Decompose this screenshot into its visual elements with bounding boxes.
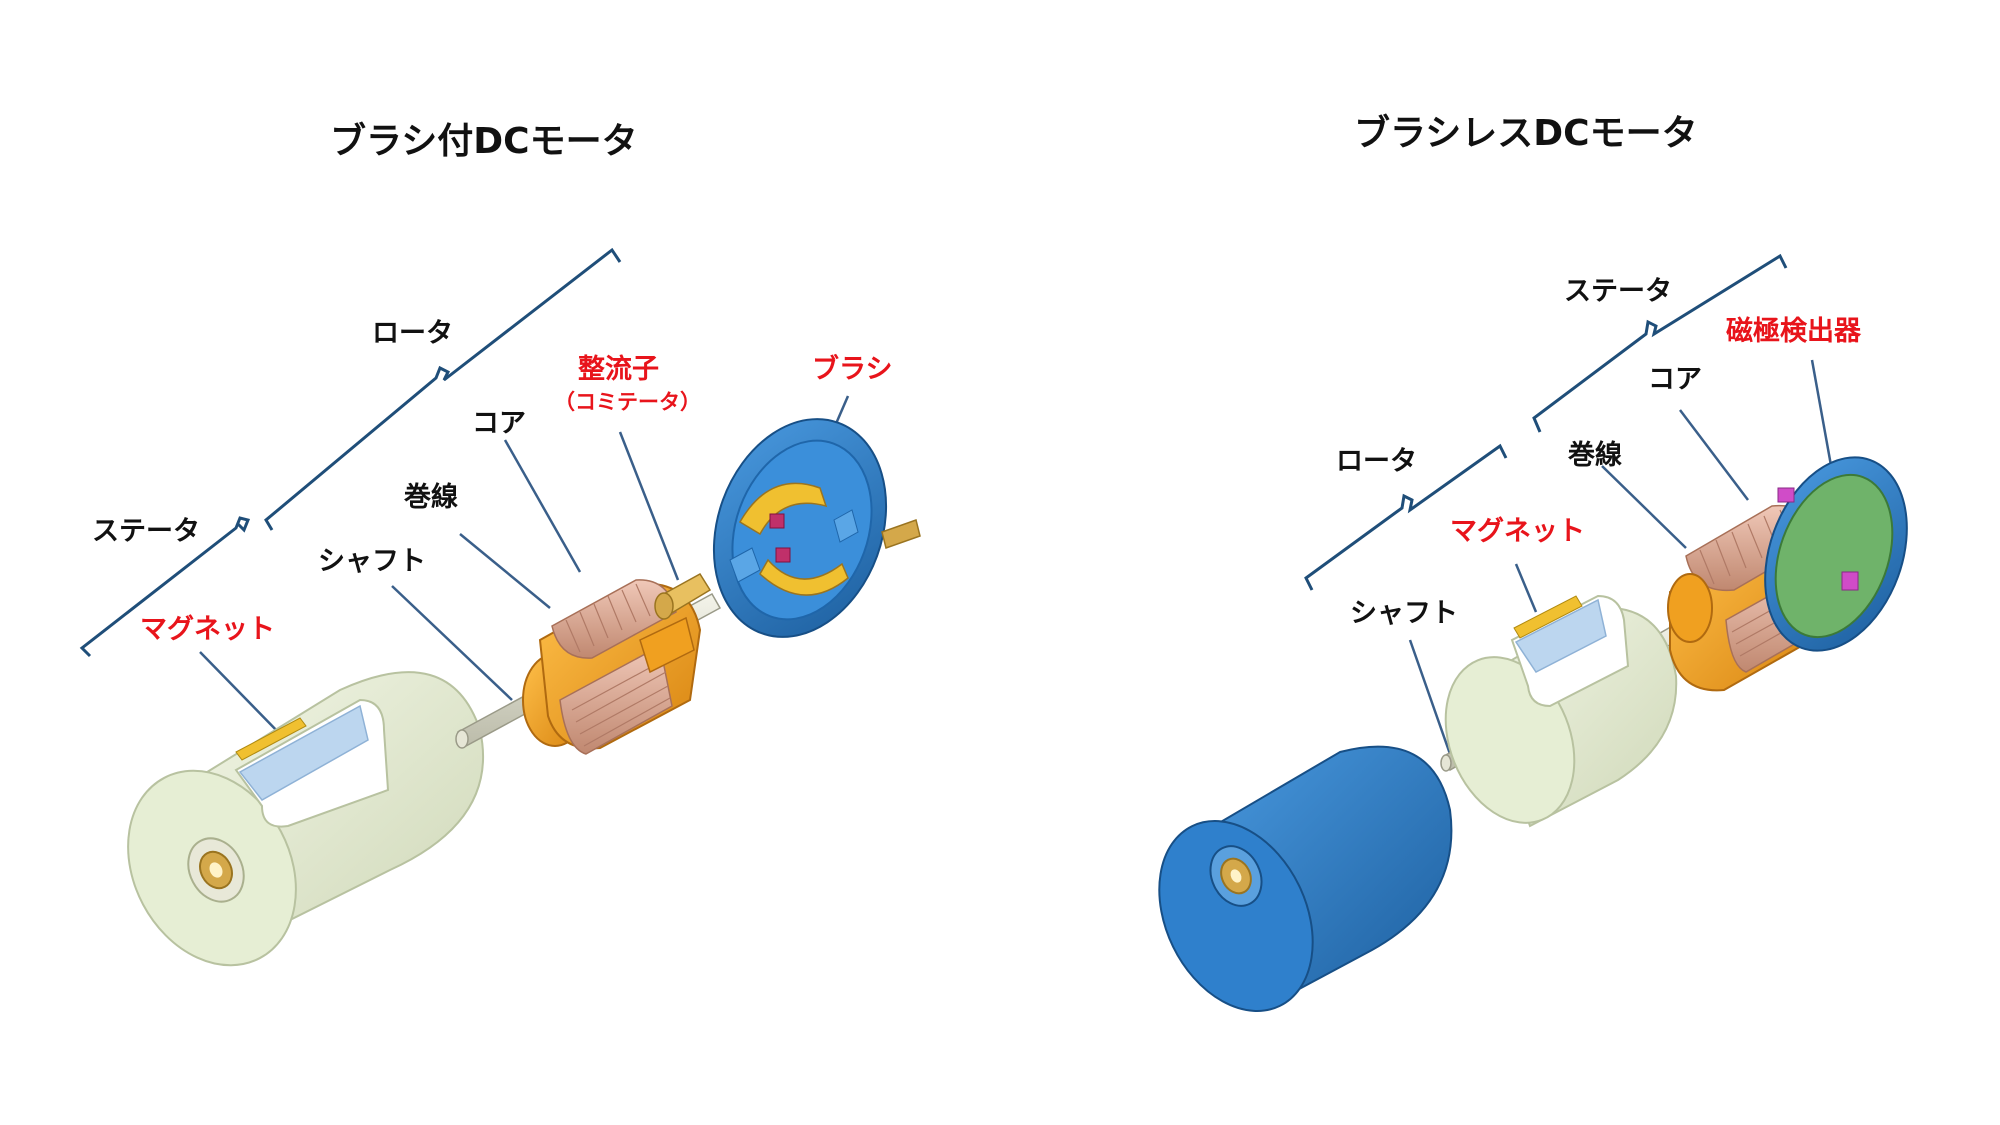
brushed-label-commutator: 整流子 <box>578 354 659 385</box>
brushless-endplate <box>1764 456 1908 652</box>
brushed-label-magnet: マグネット <box>140 614 275 645</box>
brushed-label-core: コア <box>472 408 526 439</box>
brushed-label-winding: 巻線 <box>404 482 458 513</box>
bracket-rotor-right <box>1304 443 1508 591</box>
bracket-stator-right <box>1532 253 1788 433</box>
brushed-endcap <box>712 418 921 638</box>
bracket-stator-left <box>79 516 251 658</box>
brushless-label-magnet: マグネット <box>1450 516 1585 547</box>
brushed-rotor-core <box>522 579 702 755</box>
brushless-label-shaft: シャフト <box>1350 598 1458 629</box>
brushed-commutator <box>654 573 712 620</box>
brushless-label-winding: 巻線 <box>1568 440 1622 471</box>
brushed-title: ブラシ付DCモータ <box>330 121 638 162</box>
brushless-title: ブラシレスDCモータ <box>1354 113 1698 154</box>
brushed-housing <box>127 671 485 967</box>
brushed-label-rotor: ロータ <box>372 318 453 349</box>
brushed-label-commutator-sub: （コミテータ） <box>554 390 701 414</box>
brushed-label-shaft: シャフト <box>318 546 426 577</box>
brushless-label-core: コア <box>1648 364 1702 395</box>
leader-lines-left <box>199 395 850 737</box>
brushed-label-stator: ステータ <box>92 516 200 547</box>
brushless-case <box>1158 745 1453 1012</box>
bracket-rotor-left <box>264 247 622 531</box>
brushless-rotor <box>1444 594 1678 828</box>
brushed-label-brush: ブラシ <box>812 354 893 385</box>
brushless-label-rotor: ロータ <box>1336 446 1417 477</box>
brushless-label-hall-sensor: 磁極検出器 <box>1726 316 1861 347</box>
brushless-label-stator: ステータ <box>1564 276 1672 307</box>
